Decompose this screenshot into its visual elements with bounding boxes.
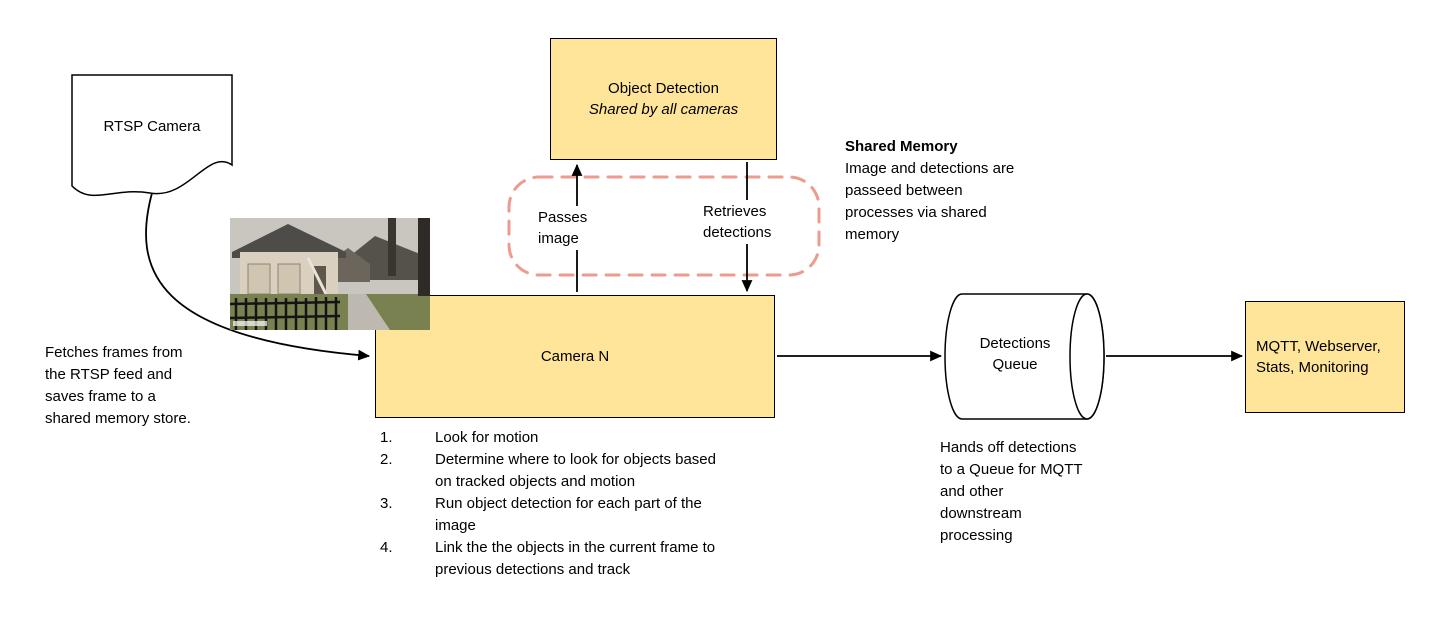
camera-steps-list: 1. Look for motion 2. Determine where to… [380,427,735,581]
object-detection-node: Object Detection Shared by all cameras [550,38,777,160]
camera-snapshot-image [230,218,430,330]
outputs-label: MQTT, Webserver, Stats, Monitoring [1256,338,1381,376]
rtsp-camera-label: RTSP Camera [103,118,201,135]
fetch-frames-note: Fetches frames from the RTSP feed and sa… [45,344,191,427]
rtsp-camera-shape [71,74,233,197]
shared-memory-note-title: Shared Memory [845,138,958,155]
detections-queue-shape [944,293,1105,420]
step-text: Run object detection for each part of th… [435,495,702,534]
step-item: 4. Link the the objects in the current f… [380,537,735,581]
step-number: 4. [380,539,393,556]
shared-memory-note-body: Image and detections are passeed between… [845,160,1015,243]
step-number: 1. [380,429,393,446]
step-item: 1. Look for motion [380,427,735,449]
shared-memory-note: Shared Memory Image and detections are p… [845,136,1035,246]
step-number: 3. [380,495,393,512]
step-number: 2. [380,451,393,468]
step-text: Link the the objects in the current fram… [435,539,716,578]
shared-memory-region [507,175,821,277]
object-detection-subtitle: Shared by all cameras [588,101,739,118]
step-item: 2. Determine where to look for objects b… [380,449,735,493]
camera-n-label: Camera N [540,348,610,365]
retrieves-detections-label: Retrieves detections [701,200,789,244]
arrow-rtsp-to-camera [145,192,371,361]
passes-image-label: Passes image [536,206,600,250]
step-text: Determine where to look for objects base… [435,451,716,490]
step-item: 3. Run object detection for each part of… [380,493,735,537]
camera-n-node: Camera N [375,295,775,418]
object-detection-title: Object Detection [608,80,719,97]
step-text: Look for motion [435,429,539,446]
outputs-node: MQTT, Webserver, Stats, Monitoring [1245,301,1405,413]
hands-off-note: Hands off detections to a Queue for MQTT… [940,439,1083,544]
detections-queue-label: Detections Queue [979,335,1051,373]
